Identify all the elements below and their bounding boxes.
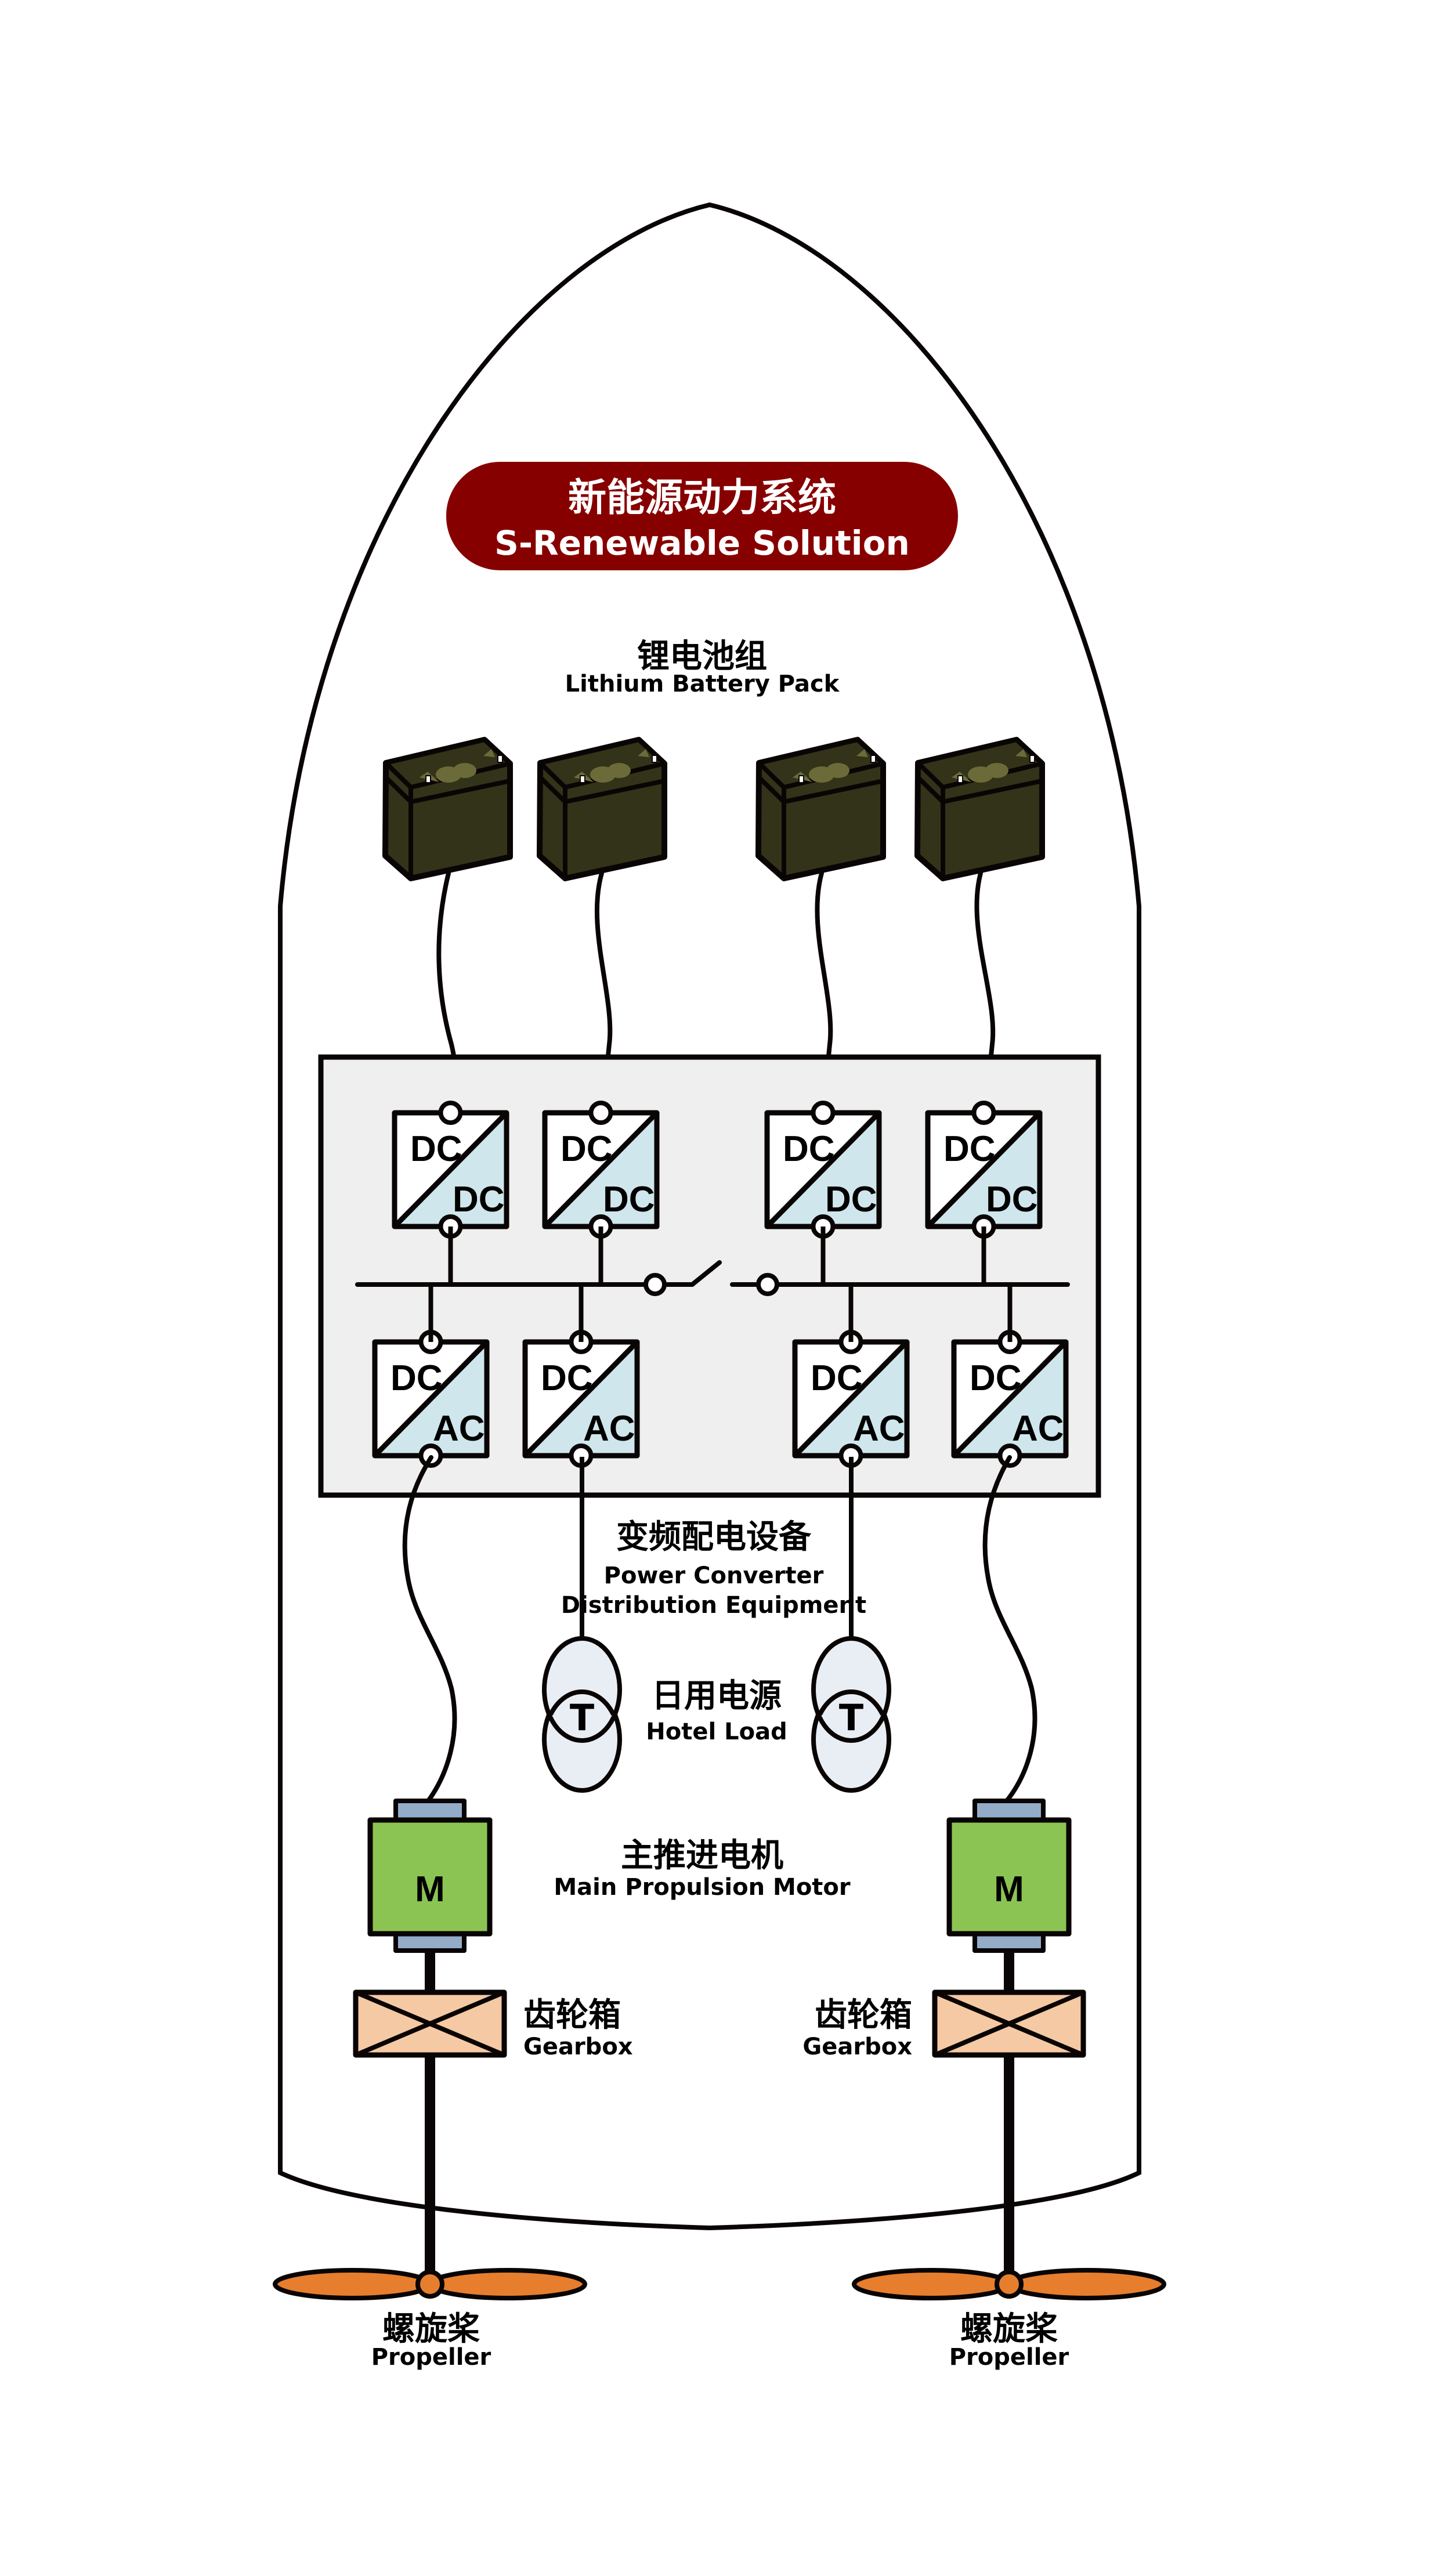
converter-output-label: AC: [853, 1409, 905, 1449]
converter-input-label: DC: [561, 1129, 613, 1169]
converter-input-label: DC: [943, 1129, 996, 1169]
title-cn: 新能源动力系统: [568, 475, 836, 520]
propeller-label-left-cn: 螺旋桨: [382, 2310, 480, 2348]
converter-input-label: DC: [541, 1358, 593, 1398]
battery: [537, 737, 667, 881]
converter-output-label: AC: [1012, 1409, 1064, 1449]
converter-input-label: DC: [811, 1358, 863, 1398]
dc-dc-converter[interactable]: DC DC: [542, 1101, 660, 1239]
propeller-blade: [273, 2268, 432, 2300]
dc-bus: [355, 1260, 1070, 1296]
propeller-label-right-cn: 螺旋桨: [960, 2310, 1058, 2348]
battery: [914, 737, 1045, 881]
transformer: T: [542, 1457, 622, 1793]
terminal-icon: [588, 1101, 613, 1125]
propeller-hub: [995, 2270, 1024, 2299]
propeller-blade: [852, 2268, 1011, 2300]
terminal-icon: [438, 1101, 463, 1125]
dc-dc-converter[interactable]: DC DC: [925, 1101, 1043, 1239]
battery-pack-label-cn: 锂电池组: [637, 638, 767, 675]
converter-group: DC DC DC DC DC DC DC DC DC AC DC AC DC AC DC AC: [372, 1101, 1069, 1468]
title-background: [446, 462, 958, 570]
motor-cable-right: [982, 1455, 1037, 1803]
battery-pack-label-en: Lithium Battery Pack: [565, 671, 840, 697]
transformer-symbol: T: [839, 1696, 863, 1739]
gearbox-label-right-cn: 齿轮箱: [815, 1996, 912, 2034]
converter-input-label: DC: [783, 1129, 835, 1169]
transformer-symbol: T: [570, 1696, 594, 1739]
transformer: T: [811, 1457, 891, 1793]
converter-label-en-2: Distribution Equipment: [561, 1592, 866, 1619]
dc-ac-inverter[interactable]: DC AC: [522, 1330, 640, 1468]
hotel-load-label-cn: 日用电源: [652, 1677, 782, 1715]
terminal-icon: [971, 1101, 996, 1125]
dc-ac-inverter[interactable]: DC AC: [951, 1330, 1069, 1468]
dc-dc-converter[interactable]: DC DC: [392, 1101, 509, 1239]
propeller-blade: [428, 2268, 587, 2300]
title-badge: 新能源动力系统 S-Renewable Solution: [446, 462, 958, 570]
converter-output-label: DC: [453, 1180, 505, 1220]
dc-dc-converter[interactable]: DC DC: [764, 1101, 882, 1239]
motor-cable-left: [402, 1455, 457, 1803]
drivetrain-right: M: [852, 1799, 1166, 2300]
ship-hull: [278, 202, 1141, 2231]
motor-symbol: M: [994, 1869, 1024, 1909]
motor-label-en: Main Propulsion Motor: [554, 1874, 851, 1901]
title-en: S-Renewable Solution: [494, 523, 910, 563]
converter-input-label: DC: [970, 1358, 1022, 1398]
battery: [755, 737, 886, 881]
gearbox[interactable]: [353, 1989, 507, 2058]
propeller-label-left-en: Propeller: [371, 2344, 491, 2371]
motor-label-cn: 主推进电机: [621, 1837, 783, 1875]
propeller-label-right-en: Propeller: [949, 2344, 1069, 2371]
converter-output-label: DC: [825, 1180, 877, 1220]
battery: [382, 737, 513, 881]
converter-input-label: DC: [391, 1358, 443, 1398]
converter-output-label: AC: [433, 1409, 485, 1449]
hotel-load-label-en: Hotel Load: [646, 1718, 787, 1745]
propeller-hub: [415, 2270, 444, 2299]
propeller: [852, 2268, 1166, 2300]
propeller-blade: [1007, 2268, 1166, 2300]
battery-group: [382, 737, 1045, 881]
gearbox-label-right-en: Gearbox: [802, 2034, 912, 2060]
dc-ac-inverter[interactable]: DC AC: [792, 1330, 910, 1468]
dc-ac-inverter[interactable]: DC AC: [372, 1330, 490, 1468]
drivetrain-left: M: [273, 1799, 587, 2300]
propulsion-motor[interactable]: M: [367, 1817, 493, 1937]
converter-output-label: DC: [603, 1180, 655, 1220]
gearbox-label-left-en: Gearbox: [523, 2034, 633, 2060]
propeller: [273, 2268, 587, 2300]
converter-input-label: DC: [410, 1129, 462, 1169]
bus-tie-switch-contact[interactable]: [643, 1273, 667, 1296]
gearbox-label-left-cn: 齿轮箱: [523, 1996, 621, 2034]
converter-output-label: DC: [986, 1180, 1038, 1220]
bus-tie-switch-contact[interactable]: [756, 1273, 779, 1296]
terminal-icon: [811, 1101, 836, 1125]
bus-tie-switch-arm: [690, 1260, 722, 1287]
propulsion-motor[interactable]: M: [946, 1817, 1072, 1937]
converter-label-cn: 变频配电设备: [616, 1518, 812, 1556]
converter-output-label: AC: [583, 1409, 635, 1449]
motor-symbol: M: [415, 1869, 445, 1909]
converter-label-en-1: Power Converter: [604, 1562, 824, 1589]
gearbox[interactable]: [932, 1989, 1086, 2058]
